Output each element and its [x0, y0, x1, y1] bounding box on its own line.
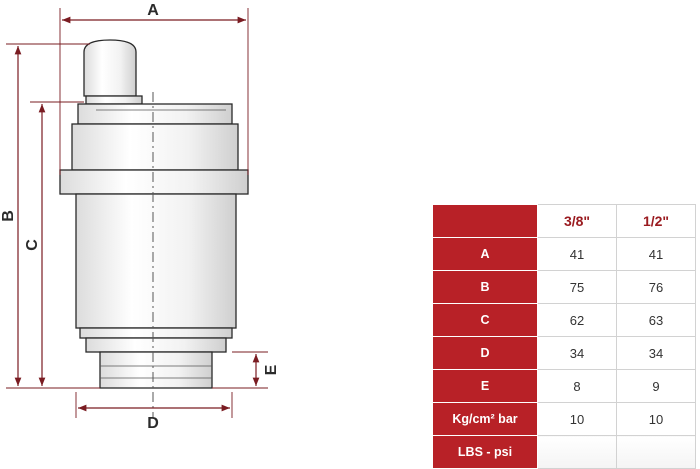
row-header: D — [432, 336, 538, 370]
table-cell: 34 — [616, 336, 696, 370]
table-cell: 10 — [537, 402, 617, 436]
table-cell: 41 — [537, 237, 617, 271]
row-header: LBS - psi — [432, 435, 538, 469]
dimension-b-label: B — [0, 210, 17, 222]
row-header: A — [432, 237, 538, 271]
dimension-d-label: D — [147, 415, 159, 432]
valve-lower-body — [75, 193, 237, 329]
row-header: E — [432, 369, 538, 403]
table-cell: 62 — [537, 303, 617, 337]
valve-upper-body — [71, 123, 239, 171]
air-vent-valve-outline — [59, 39, 249, 389]
table-cell: 75 — [537, 270, 617, 304]
table-cell: 8 — [537, 369, 617, 403]
valve-cap — [83, 39, 137, 97]
dimension-c-label: C — [24, 239, 41, 251]
table-corner — [432, 204, 538, 238]
valve-top-stage — [77, 103, 233, 125]
table-cell: 63 — [616, 303, 696, 337]
dimension-lines — [14, 16, 260, 412]
valve-lower-ring — [79, 327, 233, 339]
row-header: B — [432, 270, 538, 304]
table-cell: 34 — [537, 336, 617, 370]
dimension-a-label: A — [147, 2, 159, 19]
extension-lines — [6, 8, 268, 418]
valve-flange — [59, 169, 249, 195]
table-cell: 41 — [616, 237, 696, 271]
row-header: C — [432, 303, 538, 337]
dimension-e-label: E — [263, 364, 280, 375]
valve-thread — [99, 351, 213, 389]
table-row: LBS - psi — [432, 435, 696, 469]
table-cell — [616, 435, 696, 469]
cap-collar — [85, 95, 143, 105]
table-cell: 9 — [616, 369, 696, 403]
technical-drawing: A B C D E — [0, 2, 280, 432]
table-cell: 76 — [616, 270, 696, 304]
valve-neck — [85, 337, 227, 353]
column-header: 1/2" — [616, 204, 696, 238]
row-header: Kg/cm² bar — [432, 402, 538, 436]
table-header-row: 3/8"1/2" — [432, 204, 696, 238]
table-cell: 10 — [616, 402, 696, 436]
column-header: 3/8" — [537, 204, 617, 238]
table-cell — [537, 435, 617, 469]
